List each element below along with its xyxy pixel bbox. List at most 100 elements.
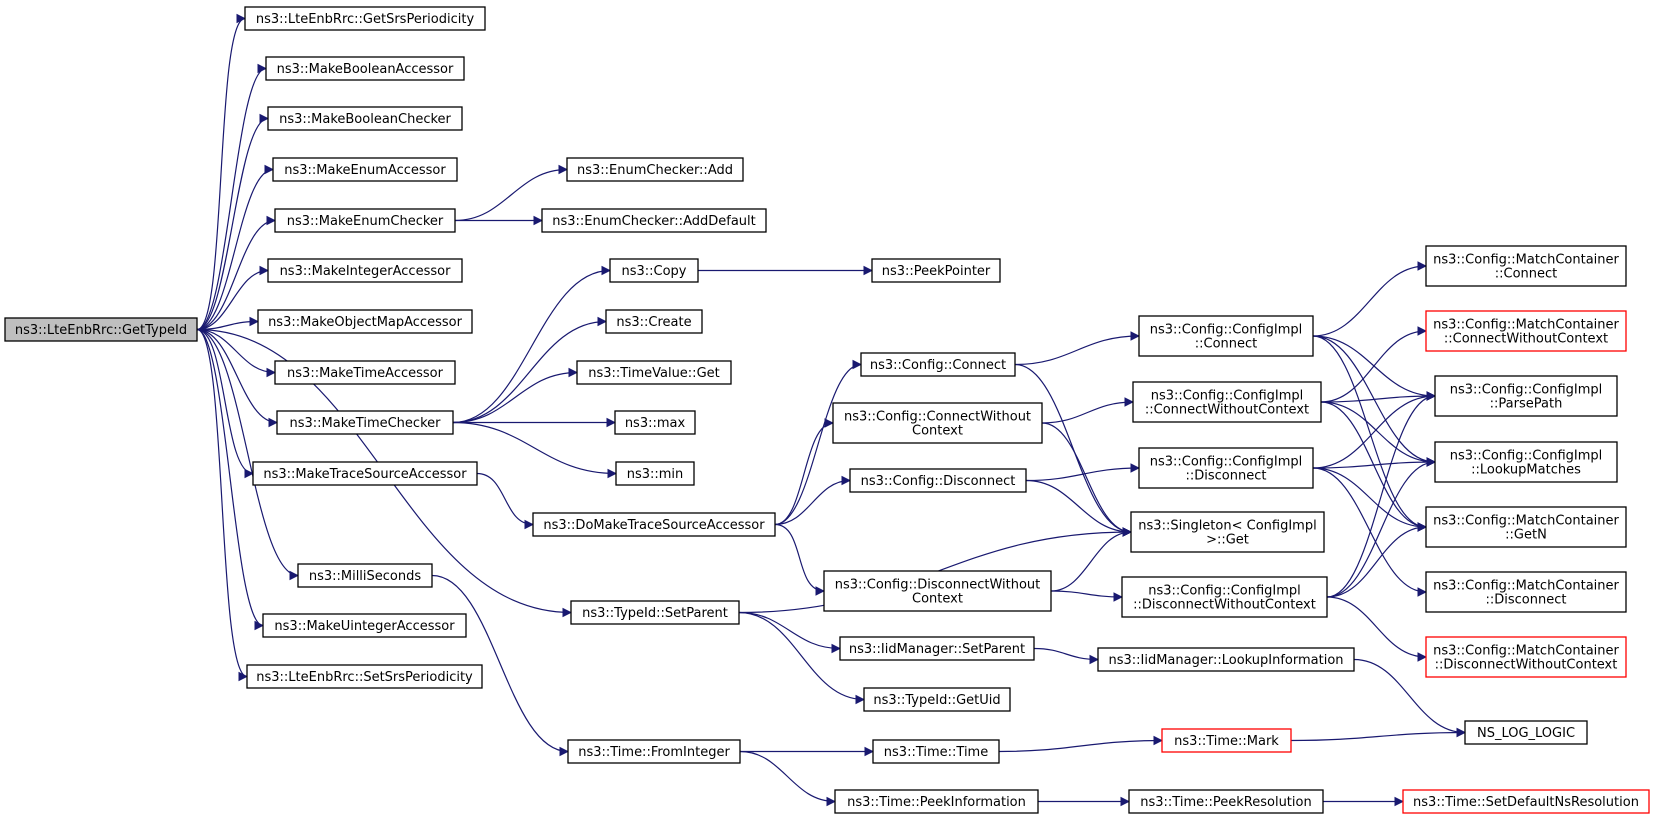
edge-time-mark-to-ns-log-logic: [1290, 727, 1466, 742]
node-mc-get-n[interactable]: ns3::Config::MatchContainer::GetN: [1425, 506, 1627, 548]
node-time-time[interactable]: ns3::Time::Time: [872, 739, 1000, 764]
node-peek-pointer[interactable]: ns3::PeekPointer: [871, 258, 1001, 283]
node-label: ns3::Time::SetDefaultNsResolution: [1413, 795, 1639, 810]
node-box: [244, 6, 486, 31]
edge-do-make-trace-source-accessor-to-config-connect: [774, 359, 862, 526]
edge-make-time-checker-to-time-value-get: [452, 367, 578, 424]
node-config-disconnect[interactable]: ns3::Config::Disconnect: [849, 468, 1027, 493]
node-type-id-get-uid[interactable]: ns3::TypeId::GetUid: [863, 687, 1011, 712]
edge-do-make-trace-source-accessor-to-config-disconnect: [774, 475, 851, 526]
node-time-value-get[interactable]: ns3::TimeValue::Get: [576, 360, 732, 385]
node-label: ::GetN: [1505, 528, 1547, 543]
node-mc-disconnect-without-context[interactable]: ns3::Config::MatchContainer::DisconnectW…: [1425, 636, 1627, 678]
node-box: [1138, 315, 1314, 357]
node-make-integer-accessor[interactable]: ns3::MakeIntegerAccessor: [267, 258, 463, 283]
node-box: [615, 461, 695, 486]
node-label: ::Disconnect: [1186, 469, 1267, 484]
edge-impl-disconnect-without-context-to-impl-lookup-matches: [1326, 457, 1436, 598]
node-label: ns3::MakeBooleanChecker: [279, 112, 451, 127]
node-config-disconnect-without-context[interactable]: ns3::Config::DisconnectWithoutContext: [823, 570, 1052, 612]
node-mc-disconnect[interactable]: ns3::Config::MatchContainer::Disconnect: [1425, 571, 1627, 613]
node-label: ns3::Time::PeekInformation: [847, 795, 1026, 810]
node-box: [834, 789, 1039, 814]
node-set-default-ns-resolution[interactable]: ns3::Time::SetDefaultNsResolution: [1402, 789, 1650, 814]
node-make-time-accessor[interactable]: ns3::MakeTimeAccessor: [274, 360, 456, 385]
node-singleton-get[interactable]: ns3::Singleton< ConfigImpl >::Get: [1130, 511, 1325, 553]
node-impl-disconnect[interactable]: ns3::Config::ConfigImpl::Disconnect: [1138, 447, 1314, 489]
node-copy[interactable]: ns3::Copy: [609, 258, 699, 283]
edge-root-to-make-uinteger-accessor: [196, 328, 264, 631]
node-make-boolean-checker[interactable]: ns3::MakeBooleanChecker: [267, 106, 463, 131]
node-make-object-map-accessor[interactable]: ns3::MakeObjectMapAccessor: [257, 309, 473, 334]
nodes-layer: ns3::LteEnbRrc::GetTypeIdns3::LteEnbRrc:…: [4, 6, 1650, 814]
node-impl-connect-without-context[interactable]: ns3::Config::ConfigImpl::ConnectWithoutC…: [1132, 381, 1322, 423]
node-make-enum-accessor[interactable]: ns3::MakeEnumAccessor: [272, 157, 458, 182]
node-label: ::LookupMatches: [1471, 463, 1581, 478]
node-make-uinteger-accessor[interactable]: ns3::MakeUintegerAccessor: [262, 613, 467, 638]
node-mc-connect[interactable]: ns3::Config::MatchContainer::Connect: [1425, 245, 1627, 287]
node-box: [1402, 789, 1650, 814]
edge-root-to-milli-seconds: [196, 328, 299, 581]
node-mc-connect-without-context[interactable]: ns3::Config::MatchContainer::ConnectWith…: [1425, 310, 1627, 352]
node-iid-manager-set-parent[interactable]: ns3::IidManager::SetParent: [839, 636, 1035, 661]
node-type-id-set-parent[interactable]: ns3::TypeId::SetParent: [570, 600, 740, 625]
node-ns-log-logic[interactable]: NS_LOG_LOGIC: [1464, 720, 1588, 745]
node-set-srs-periodicity[interactable]: ns3::LteEnbRrc::SetSrsPeriodicity: [246, 664, 483, 689]
edge-config-connect-to-singleton-get: [1014, 363, 1132, 537]
edge-config-connect-without-context-to-singleton-get: [1041, 422, 1132, 537]
edge-config-connect-without-context-to-impl-connect-without-context: [1041, 397, 1134, 424]
node-create[interactable]: ns3::Create: [605, 309, 703, 334]
node-label: ns3::MakeIntegerAccessor: [280, 264, 452, 279]
node-make-time-checker[interactable]: ns3::MakeTimeChecker: [276, 410, 454, 435]
node-impl-lookup-matches[interactable]: ns3::Config::ConfigImpl::LookupMatches: [1434, 441, 1618, 483]
node-time-mark[interactable]: ns3::Time::Mark: [1161, 728, 1292, 753]
node-impl-connect[interactable]: ns3::Config::ConfigImpl::Connect: [1138, 315, 1314, 357]
node-box: [1425, 571, 1627, 613]
node-impl-parse-path[interactable]: ns3::Config::ConfigImpl::ParsePath: [1434, 375, 1618, 417]
node-milli-seconds[interactable]: ns3::MilliSeconds: [297, 563, 433, 588]
node-label: ns3::MilliSeconds: [309, 569, 422, 584]
edge-root-to-set-srs-periodicity: [196, 328, 248, 682]
node-label: ns3::Time::PeekResolution: [1140, 795, 1311, 810]
edge-make-time-checker-to-create: [452, 316, 607, 424]
node-root[interactable]: ns3::LteEnbRrc::GetTypeId: [4, 317, 198, 342]
node-box: [839, 636, 1035, 661]
node-label: ns3::EnumChecker::Add: [577, 163, 733, 178]
node-get-srs-periodicity[interactable]: ns3::LteEnbRrc::GetSrsPeriodicity: [244, 6, 486, 31]
node-time-peek-resolution[interactable]: ns3::Time::PeekResolution: [1128, 789, 1324, 814]
node-enum-checker-add[interactable]: ns3::EnumChecker::Add: [566, 157, 744, 182]
node-label: ::ConnectWithoutContext: [1145, 403, 1309, 418]
node-box: [566, 157, 744, 182]
edge-impl-connect-to-mc-connect: [1312, 261, 1427, 337]
node-label: ns3::Config::ConnectWithout: [844, 410, 1031, 425]
node-make-enum-checker[interactable]: ns3::MakeEnumChecker: [274, 208, 456, 233]
node-min[interactable]: ns3::min: [615, 461, 695, 486]
node-impl-disconnect-without-context[interactable]: ns3::Config::ConfigImpl::DisconnectWitho…: [1121, 576, 1328, 618]
node-config-connect[interactable]: ns3::Config::Connect: [860, 352, 1016, 377]
node-label: ns3::Copy: [621, 264, 686, 279]
node-label: ns3::PeekPointer: [882, 264, 991, 279]
node-label: ns3::Config::ConfigImpl: [1148, 584, 1301, 599]
node-box: [872, 739, 1000, 764]
node-box: [863, 687, 1011, 712]
edge-make-time-checker-to-copy: [452, 265, 611, 424]
edge-root-to-get-srs-periodicity: [196, 13, 246, 331]
node-box: [252, 461, 478, 486]
node-max[interactable]: ns3::max: [614, 410, 696, 435]
node-time-peek-information[interactable]: ns3::Time::PeekInformation: [834, 789, 1039, 814]
node-config-connect-without-context[interactable]: ns3::Config::ConnectWithoutContext: [832, 402, 1043, 444]
edge-impl-connect-without-context-to-impl-lookup-matches: [1320, 401, 1436, 467]
node-box: [257, 309, 473, 334]
edge-root-to-make-enum-checker: [196, 215, 276, 331]
node-do-make-trace-source-accessor[interactable]: ns3::DoMakeTraceSourceAccessor: [532, 512, 776, 537]
edge-impl-disconnect-to-mc-disconnect: [1312, 467, 1427, 597]
node-box: [567, 739, 741, 764]
node-make-trace-source-accessor[interactable]: ns3::MakeTraceSourceAccessor: [252, 461, 478, 486]
node-enum-checker-add-default[interactable]: ns3::EnumChecker::AddDefault: [541, 208, 767, 233]
node-label: ::Connect: [1195, 337, 1258, 352]
node-iid-manager-lookup-information[interactable]: ns3::IidManager::LookupInformation: [1097, 647, 1355, 672]
node-box: [1425, 636, 1627, 678]
node-time-from-integer[interactable]: ns3::Time::FromInteger: [567, 739, 741, 764]
edge-config-disconnect-without-context-to-singleton-get: [1050, 527, 1132, 592]
node-make-boolean-accessor[interactable]: ns3::MakeBooleanAccessor: [265, 56, 465, 81]
